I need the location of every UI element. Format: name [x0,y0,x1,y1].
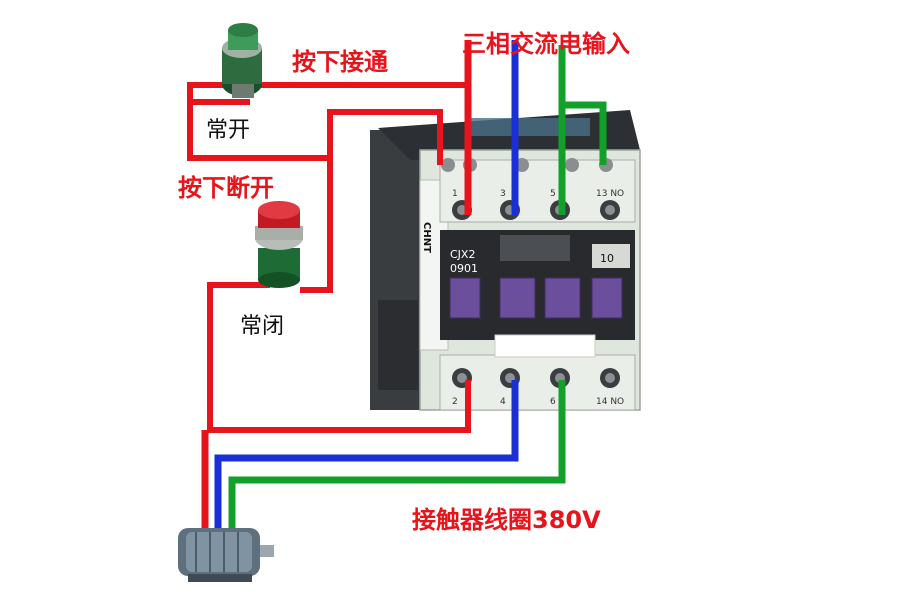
contactor-model-line2: 0901 [450,262,478,275]
label-three-phase-input: 三相交流电输入 [462,30,630,58]
contactor-model-line1: CJX2 [450,248,475,261]
contactor-brand: CHNT [421,222,432,253]
motor-icon [178,528,274,582]
terminal-label-1: 1 [452,189,458,199]
green-wire-aux-loop [562,101,607,165]
label-coil-voltage: 接触器线圈380V [412,506,601,534]
terminal-label-5: 5 [550,189,556,199]
terminal-label-14no: 14 NO [596,397,624,407]
label-normally-closed: 常闭 [240,314,285,339]
contactor-aux-code: 10 [600,252,614,265]
red-wire-nc-loop [207,282,471,433]
green-pushbutton-icon [222,23,262,98]
terminal-label-3: 3 [500,189,506,199]
label-push-to-disconnect: 按下断开 [178,174,274,202]
green-wire-to-motor [228,380,566,555]
contactor-icon: CHNT CJX2 0901 10 1 3 5 13 NO 2 4 6 14 N… [370,110,641,411]
red-wire-to-nc-button [300,158,333,293]
label-normally-open: 常开 [206,118,251,143]
terminal-label-4: 4 [500,397,506,407]
bottom-terminal-screws [452,368,620,388]
terminal-label-2: 2 [452,397,458,407]
blue-wire-to-motor [214,380,519,555]
red-pushbutton-icon [255,201,303,288]
label-push-to-connect: 按下接通 [292,48,388,76]
terminal-label-6: 6 [550,397,556,407]
terminal-label-13no: 13 NO [596,189,624,199]
